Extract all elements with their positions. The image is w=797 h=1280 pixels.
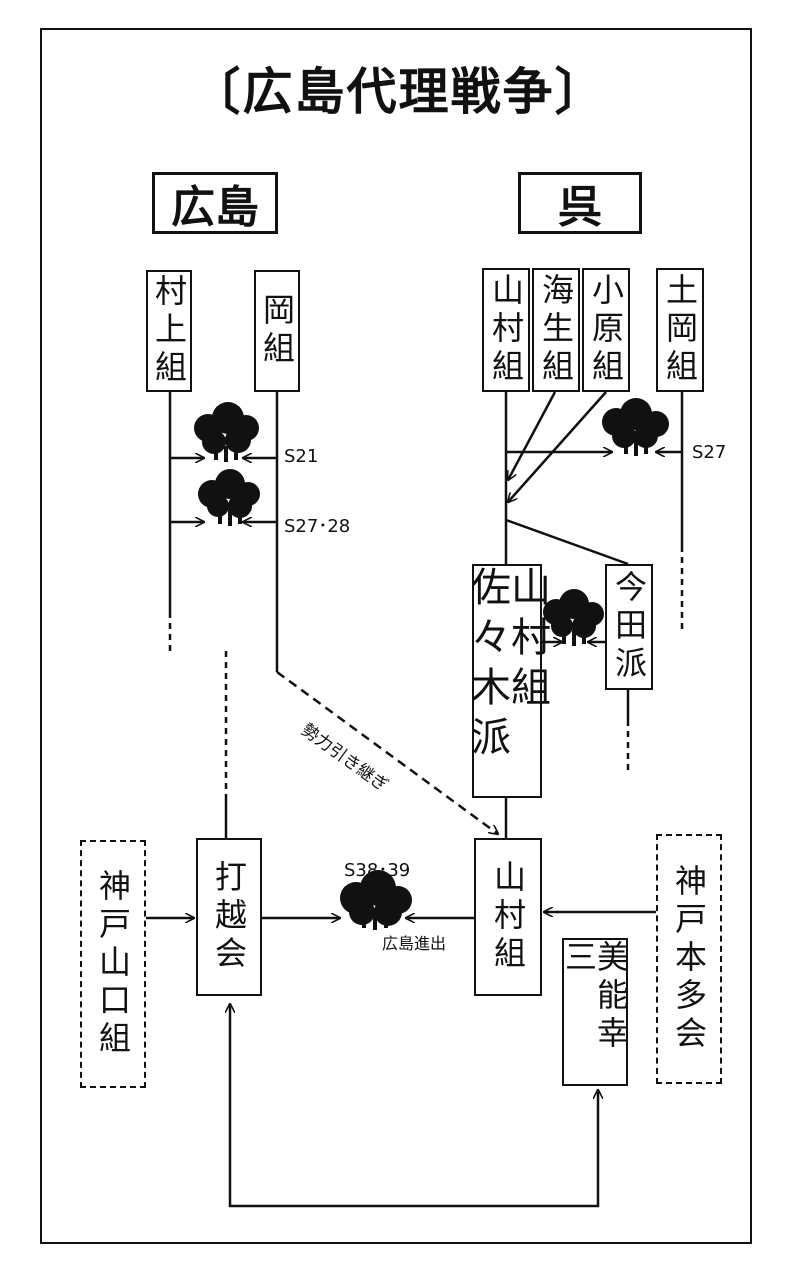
arrow-kaisei bbox=[508, 391, 557, 480]
group-kobe-yamaguchi: 神戸山口組 bbox=[80, 840, 146, 1088]
group-murakami: 村上組 bbox=[146, 270, 192, 392]
group-yamamura-bottom: 山村組 bbox=[474, 838, 542, 996]
arrow-obara bbox=[508, 391, 607, 502]
label-advance: 広島進出 bbox=[382, 934, 447, 953]
group-sasaki-label: 山村組佐々木派 bbox=[464, 566, 550, 766]
conflict-mark-s38-39 bbox=[340, 870, 412, 930]
group-kaisei: 海生組 bbox=[532, 268, 580, 392]
group-dooka-label: 土岡組 bbox=[661, 273, 699, 387]
group-imada: 今田派 bbox=[605, 564, 653, 690]
label-s27-28: S27･28 bbox=[284, 516, 351, 537]
group-kobe-honda-label: 神戸本多会 bbox=[670, 864, 708, 1054]
line-succession bbox=[276, 670, 498, 834]
group-sasaki: 山村組佐々木派 bbox=[464, 564, 550, 798]
line-bottom-connector bbox=[230, 1004, 598, 1208]
group-uchikoshi: 打越会 bbox=[196, 838, 262, 996]
conflict-mark-s27-28 bbox=[198, 469, 260, 526]
page-title: 〔広島代理戦争〕 bbox=[190, 63, 607, 121]
group-imada-label: 今田派 bbox=[610, 570, 648, 684]
label-s38-39: S38･39 bbox=[344, 860, 411, 881]
group-oka: 岡組 bbox=[254, 270, 300, 392]
group-kobe-yamaguchi-label: 神戸山口組 bbox=[94, 869, 132, 1059]
conflict-mark-s21 bbox=[194, 402, 259, 462]
region-kure-label: 呉 bbox=[558, 182, 602, 233]
conflict-mark-s27 bbox=[602, 398, 669, 456]
conflict-mark-imada bbox=[543, 589, 604, 646]
outer-frame bbox=[40, 28, 752, 1244]
group-kobe-honda: 神戸本多会 bbox=[656, 834, 722, 1084]
group-yamamura-top: 山村組 bbox=[482, 268, 530, 392]
group-yamamura-top-label: 山村組 bbox=[487, 273, 525, 387]
region-hiroshima-label: 広島 bbox=[171, 182, 259, 233]
line-imada-split bbox=[505, 518, 629, 566]
group-dooka: 土岡組 bbox=[656, 268, 704, 392]
region-kure: 呉 bbox=[518, 172, 642, 234]
group-uchikoshi-label: 打越会 bbox=[210, 860, 248, 974]
group-obara: 小原組 bbox=[582, 268, 630, 392]
group-murakami-label: 村上組 bbox=[150, 274, 188, 388]
group-obara-label: 小原組 bbox=[587, 273, 625, 387]
group-minou: 美能幸三 bbox=[560, 938, 630, 1086]
region-hiroshima: 広島 bbox=[152, 172, 278, 234]
label-s27: S27 bbox=[692, 442, 727, 463]
group-yamamura-bottom-label: 山村組 bbox=[489, 860, 527, 974]
group-oka-label: 岡組 bbox=[258, 293, 296, 369]
label-s21: S21 bbox=[284, 446, 319, 467]
group-kaisei-label: 海生組 bbox=[537, 273, 575, 387]
group-minou-label: 美能幸三 bbox=[560, 940, 630, 1054]
